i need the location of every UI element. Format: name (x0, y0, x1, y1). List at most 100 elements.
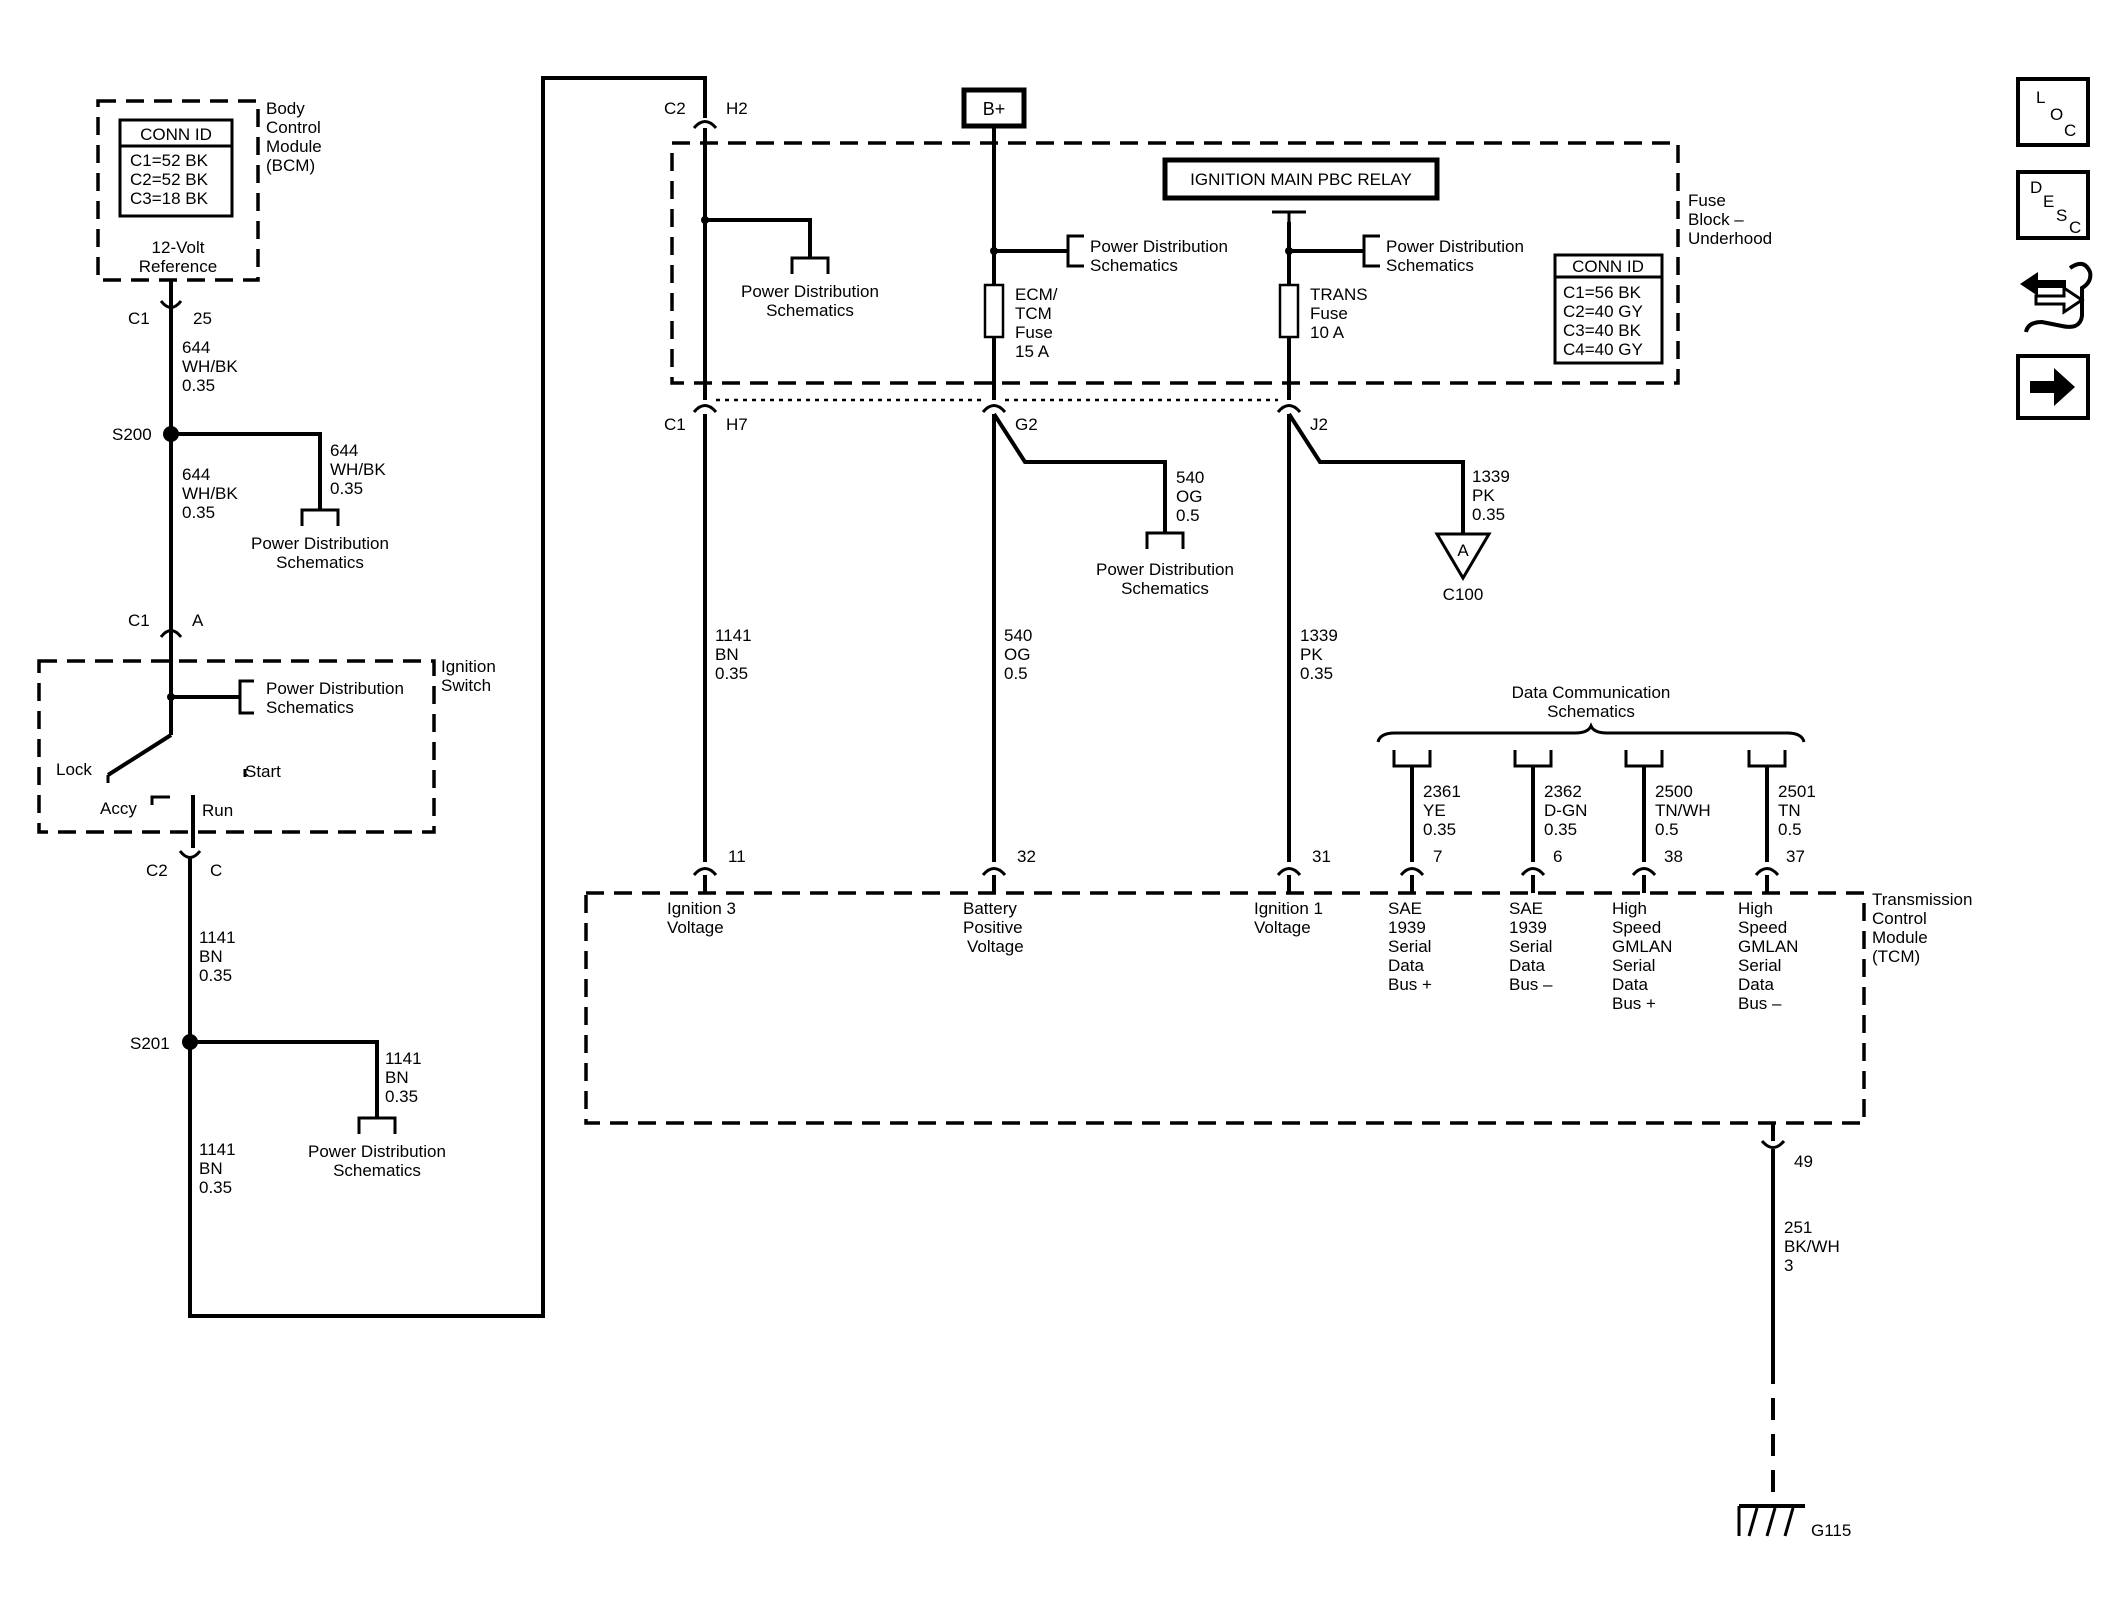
pin-function: Bus – (1738, 994, 1782, 1013)
ignition-switch-name: Ignition (441, 657, 496, 676)
location-view-button[interactable]: L O C (2016, 77, 2090, 147)
bcm-ref-label: 12-Volt (152, 238, 205, 257)
bcm-ref-label: Reference (139, 257, 217, 276)
pds-label: Power Distribution (1090, 237, 1228, 256)
wire-label: 1141 (715, 626, 752, 645)
pin-function: 1939 (1509, 918, 1547, 937)
pds-label: Power Distribution (1386, 237, 1524, 256)
power-distribution-ref (1066, 234, 1084, 268)
fuse-label: ECM/ (1015, 285, 1058, 304)
pin-function: Data (1738, 975, 1774, 994)
inline-connector-c100 (1434, 532, 1492, 581)
pds-label: Power Distribution (266, 679, 404, 698)
pds-label: Schematics (276, 553, 364, 572)
wire-label: 644 (182, 465, 210, 484)
pin-function: Data (1612, 975, 1648, 994)
pin-label: 38 (1664, 847, 1683, 866)
pds-label: Schematics (333, 1161, 421, 1180)
pin-label: H7 (726, 415, 748, 434)
ground-label: G115 (1811, 1521, 1851, 1540)
bcm-module: CONN ID C1=52 BK C2=52 BK C3=18 BK Body … (96, 99, 322, 282)
pin-label: 7 (1433, 847, 1442, 866)
fuse-label: Fuse (1015, 323, 1053, 342)
bcm-name: Control (266, 118, 321, 137)
wire-label: 0.35 (199, 966, 232, 985)
splice-label: S201 (130, 1034, 170, 1053)
wire-label: 2362 (1544, 782, 1582, 801)
wire-label: 2500 (1655, 782, 1693, 801)
bcm-name: Module (266, 137, 322, 156)
connector-label: C1 (128, 309, 150, 328)
pin-function: Serial (1612, 956, 1655, 975)
pin-function: Battery (963, 899, 1017, 918)
switch-position-start: Start (245, 762, 281, 781)
wire-label: WH/BK (182, 484, 238, 503)
wire-label: BN (199, 947, 223, 966)
c100-pin: A (1457, 541, 1469, 560)
wire-label: YE (1423, 801, 1446, 820)
c100-label: C100 (1443, 585, 1484, 604)
wire-label: OG (1176, 487, 1202, 506)
next-page-button[interactable] (2016, 354, 2090, 420)
switch-position-run: Run (202, 801, 233, 820)
splice-label: S200 (112, 425, 152, 444)
wire-label: 2501 (1778, 782, 1816, 801)
pds-label: Schematics (266, 698, 354, 717)
connector-label: C1 (128, 611, 150, 630)
wire-label: 0.5 (1778, 820, 1802, 839)
connector-symbol (1520, 867, 1546, 877)
wire-1141-loop (188, 76, 707, 1318)
conn-title: CONN ID (1572, 257, 1644, 276)
bcm-conn-row: C3=18 BK (130, 189, 209, 208)
tcm-name: (TCM) (1872, 947, 1920, 966)
wire-label: 2361 (1423, 782, 1461, 801)
pin-function: Serial (1509, 937, 1552, 956)
pds-label: Power Distribution (1096, 560, 1234, 579)
pin-function: GMLAN (1612, 937, 1672, 956)
tcm-name: Control (1872, 909, 1927, 928)
pin-label: 37 (1786, 847, 1805, 866)
trans-fuse (1278, 283, 1300, 339)
bcm-name: (BCM) (266, 156, 315, 175)
data-comm-title: Schematics (1547, 702, 1635, 721)
power-distribution-ref (1145, 531, 1185, 549)
pin-function: High (1612, 899, 1647, 918)
connector-symbol (692, 867, 718, 877)
wire-label: 0.5 (1176, 506, 1200, 525)
pin-label: 6 (1553, 847, 1562, 866)
pin-function: 1939 (1388, 918, 1426, 937)
wire-label: D-GN (1544, 801, 1587, 820)
pin-function: Voltage (1254, 918, 1311, 937)
description-view-button[interactable]: D E S C (2016, 170, 2090, 240)
fuse-block-underhood: Fuse Block – Underhood B+ IGNITION MAIN … (670, 87, 1772, 400)
pds-label: Schematics (1090, 256, 1178, 275)
pin-function: High (1738, 899, 1773, 918)
pin-label: H2 (726, 99, 748, 118)
pin-function: Bus + (1388, 975, 1432, 994)
pin-label: 11 (728, 847, 746, 866)
wire-label: 251 (1784, 1218, 1812, 1237)
wire-644-branch (171, 432, 322, 510)
pds-label: Schematics (766, 301, 854, 320)
pin-function: Voltage (967, 937, 1024, 956)
wire-label: TN (1778, 801, 1801, 820)
loc-letter: L (2036, 88, 2045, 107)
diagnostic-icon-button[interactable] (2020, 261, 2093, 333)
wire-1339-branch (1287, 412, 1465, 534)
pin-function: Speed (1612, 918, 1661, 937)
pin-label: 49 (1794, 1152, 1813, 1171)
pin-label: 31 (1312, 847, 1331, 866)
connector-symbol (981, 867, 1007, 877)
pin-function: Bus – (1509, 975, 1553, 994)
wire-label: 540 (1176, 468, 1204, 487)
pds-label: Schematics (1121, 579, 1209, 598)
fuse-block-name: Block – (1688, 210, 1744, 229)
pin-label: G2 (1015, 415, 1038, 434)
data-comm-ref (1392, 750, 1432, 768)
pin-function: Voltage (667, 918, 724, 937)
pin-function: Bus + (1612, 994, 1656, 1013)
wire-label: 0.35 (330, 479, 363, 498)
switch-position-lock: Lock (56, 760, 92, 779)
wire-label: OG (1004, 645, 1030, 664)
